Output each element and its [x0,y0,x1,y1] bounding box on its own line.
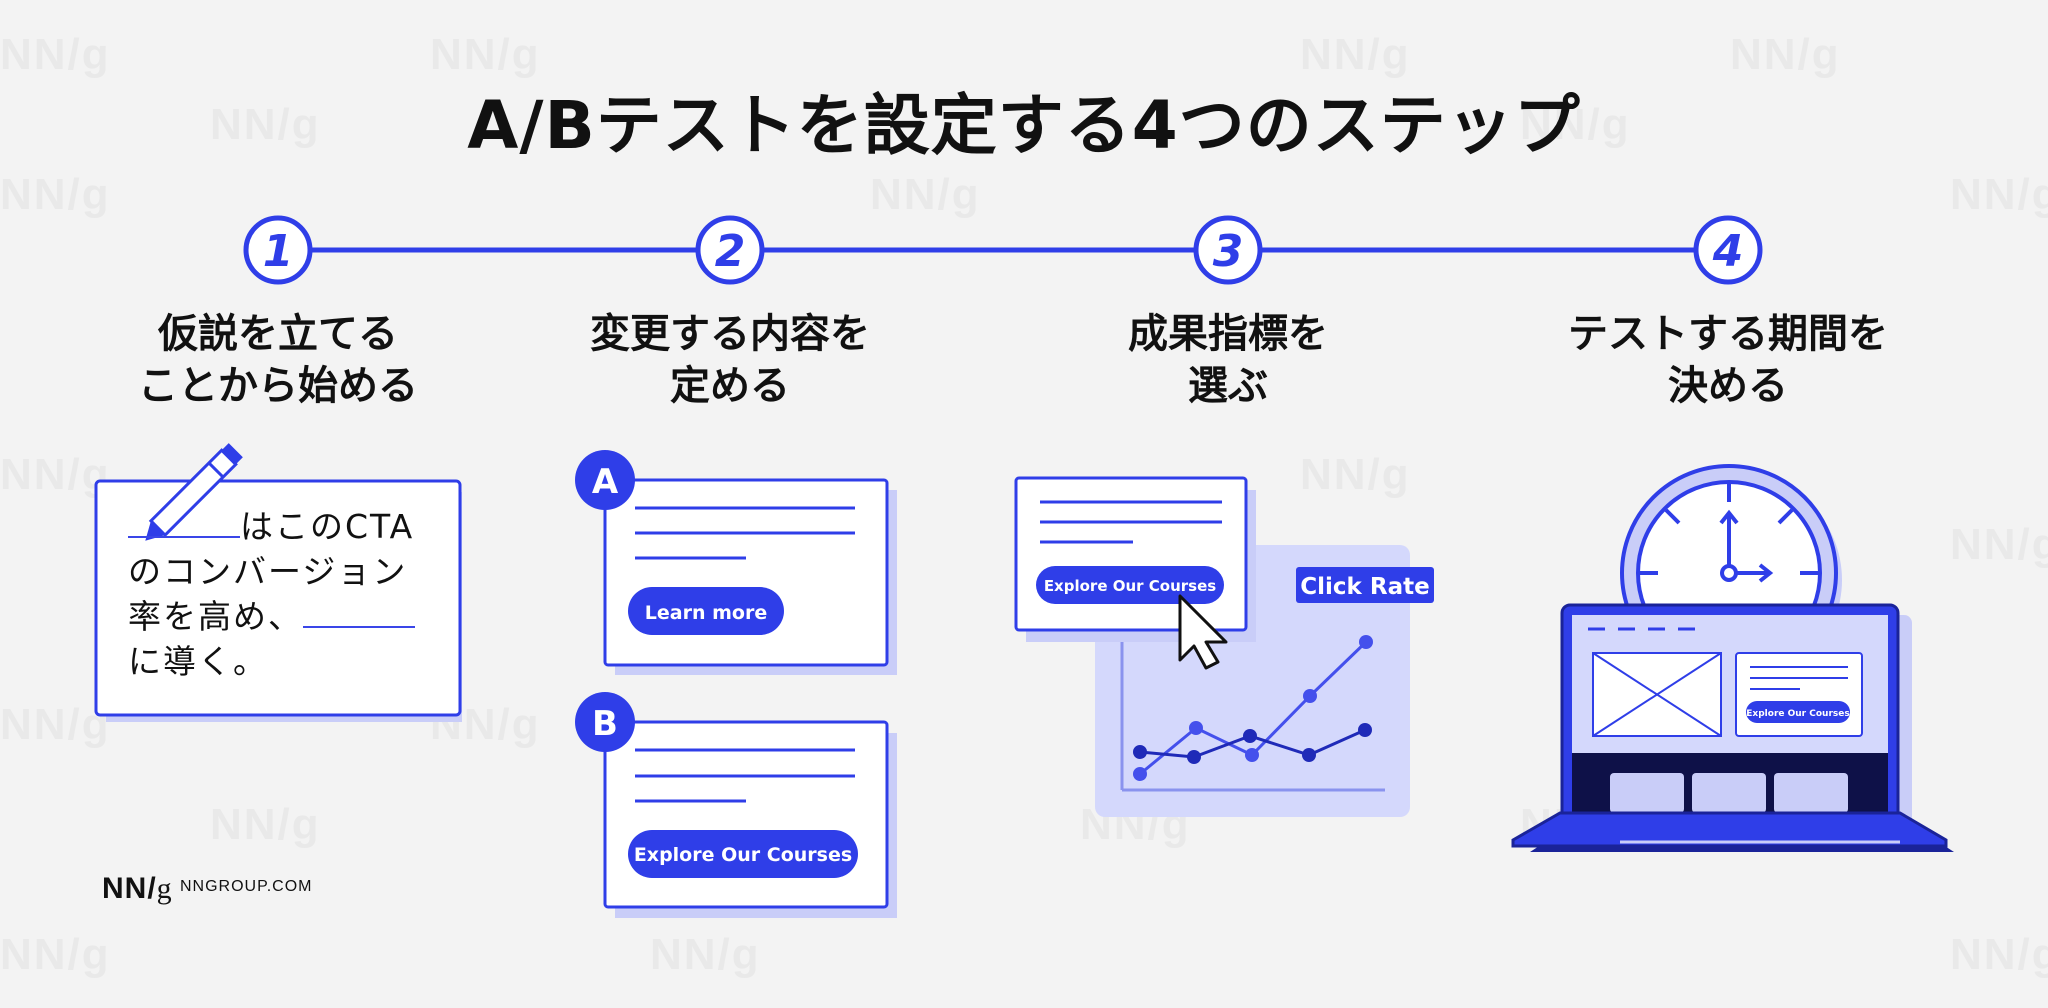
learn-more-label: Learn more [645,602,767,624]
step-title-line: 決める [1668,363,1788,409]
step-number: 4 [1712,226,1744,277]
step-title-line: 選ぶ [1188,363,1268,409]
hypothesis-text: はこのCTA のコンバージョン 率を高め、 に導く。 [128,504,458,684]
step-title-line: 仮説を立てる [158,311,398,357]
explore-courses-button [628,830,858,878]
step-number: 1 [263,226,294,277]
variant-a-card: Learn more A [575,450,897,675]
logo-main: NN/ [102,872,157,905]
watermark: NN/g [0,30,111,79]
learn-more-button [628,587,784,635]
chart-point [1133,767,1147,781]
metric-card-button-label: Explore Our Courses [1044,577,1216,595]
step-title-line: ことから始める [138,363,418,409]
watermark: NN/g [1300,30,1411,79]
metric-card: Explore Our Courses [1014,476,1256,642]
chart-point [1189,721,1203,735]
pencil-icon [145,443,243,541]
watermark: NN/g [650,930,761,979]
step-title-4: テストする期間を 決める [1518,308,1938,412]
step-number: 3 [1213,226,1244,277]
variant-b-letter: B [592,704,618,744]
chart-point [1303,689,1317,703]
step-title-line: 定める [670,363,790,409]
watermark: NN/g [1300,450,1411,499]
laptop-button [1746,701,1850,723]
click-rate-label [1296,567,1434,603]
watermark: NN/g [1950,520,2048,569]
variant-b-badge [575,692,635,752]
hypothesis-part: 率を高め、 [128,597,303,636]
chart-point [1302,748,1316,762]
step-title-2: 変更する内容を 定める [520,308,940,412]
chart-point [1359,635,1373,649]
watermark: NN/g [0,930,111,979]
laptop-button-label: Explore Our Courses [1746,709,1849,719]
watermark: NN/g [1950,930,2048,979]
metric-card-button [1036,566,1224,604]
watermark: NN/g [210,100,321,149]
step-marker-2: 2 [695,215,765,285]
hypothesis-card [94,479,462,717]
blank-line [128,506,240,538]
watermark: NN/g [870,170,981,219]
step-title-line: 変更する内容を [590,311,870,357]
click-rate-text: Click Rate [1300,574,1429,600]
variant-a-badge [575,450,635,510]
watermark: NN/g [1730,30,1841,79]
chart-point [1245,748,1259,762]
hypothesis-part: はこのCTA [240,507,415,546]
chart-point [1133,745,1147,759]
nng-logo: NN/g [102,872,173,906]
step-title-3: 成果指標を 選ぶ [1018,308,1438,412]
step-marker-1: 1 [243,215,313,285]
step-marker-4: 4 [1693,215,1763,285]
step-title-line: テストする期間を [1568,311,1888,357]
watermark: NN/g [210,800,321,849]
step-marker-3: 3 [1193,215,1263,285]
step-title-line: 成果指標を [1128,311,1328,357]
hypothesis-part: のコンバージョン [128,552,408,591]
page-title: A/Bテストを設定する4つのステップ [467,87,1581,164]
blank-line [303,596,415,628]
watermark: NN/g [1520,100,1631,149]
step-number: 2 [715,226,746,277]
watermark: NN/g [0,700,111,749]
hypothesis-part: に導く。 [128,642,268,681]
variant-a-letter: A [592,462,619,502]
watermark: NN/g [1950,170,2048,219]
logo-g: g [156,872,173,905]
explore-courses-label: Explore Our Courses [634,844,852,866]
cursor-icon [1178,594,1228,670]
laptop-icon: Explore Our Courses [1511,603,1954,852]
variant-b-card: Explore Our Courses B [575,692,897,918]
watermark: NN/g [0,450,111,499]
watermark: NN/g [430,30,541,79]
chart-point [1187,750,1201,764]
footer-url: NNGROUP.COM [180,878,313,895]
chart-point [1358,723,1372,737]
chart-point [1243,729,1257,743]
step-title-1: 仮説を立てる ことから始める [68,308,488,412]
watermark: NN/g [0,170,111,219]
